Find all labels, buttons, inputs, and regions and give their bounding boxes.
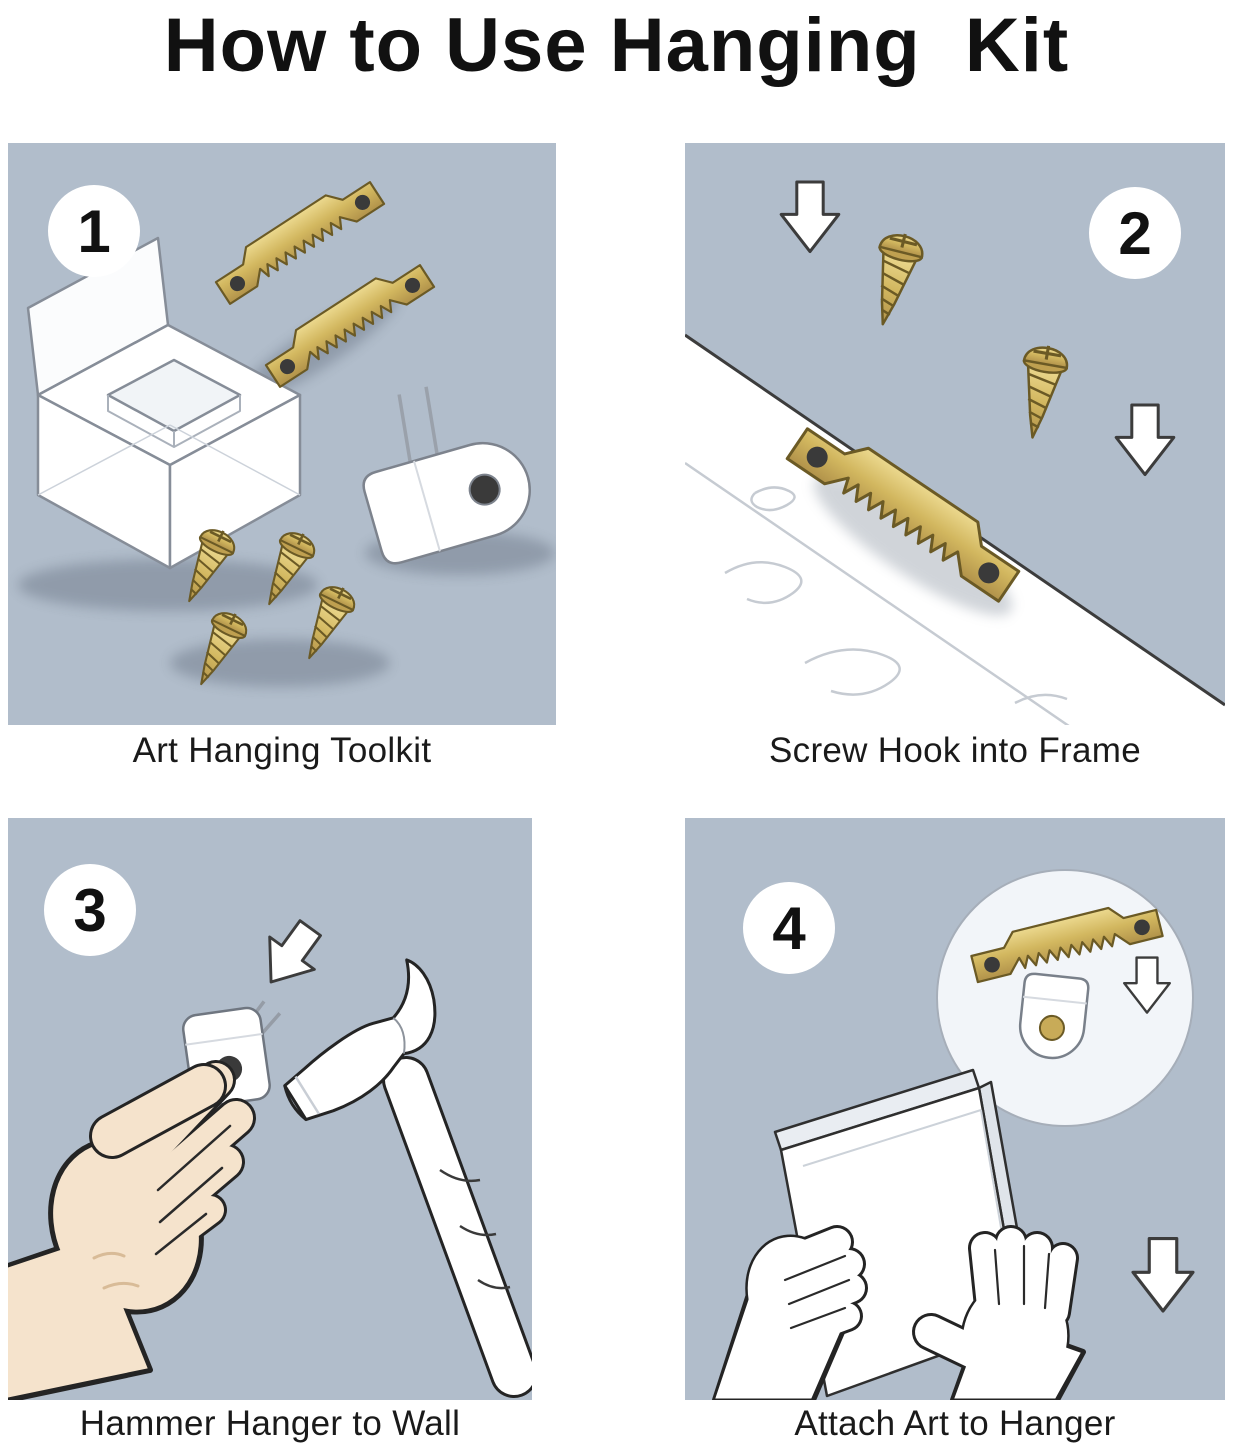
plastic-hook [362,386,531,565]
screw [1009,340,1072,443]
arrow-down-icon [779,180,841,254]
arrow-down-icon [247,910,335,1000]
hanger-shadow [813,474,1013,616]
screw [860,227,928,332]
step-number: 3 [73,876,107,944]
sawtooth-hanger [257,253,436,388]
step-number: 4 [772,894,806,962]
hanging-hook [1018,972,1090,1060]
right-hand [912,1225,1086,1400]
clear-box [26,236,302,570]
panel-hammer-hanger: 3 [8,818,532,1400]
step-number: 1 [77,197,111,265]
panel-4-illustration [712,869,1195,1400]
caption-attach-art: Attach Art to Hanger [794,1404,1116,1443]
step-number-badge: 1 [48,185,140,277]
left-hand [712,1225,868,1400]
panel-screw-hook: 2 [685,143,1225,725]
sawtooth-hanger [207,170,386,305]
hammer [283,958,532,1398]
caption-toolkit: Art Hanging Toolkit [132,731,432,770]
step-number-badge: 2 [1089,187,1181,279]
step-number: 2 [1118,199,1152,267]
page-title: How to Use Hanging Kit [163,3,1070,88]
caption-screw-hook: Screw Hook into Frame [769,731,1141,770]
hand [8,1060,256,1400]
panel-3-illustration [8,910,532,1400]
panel-1-illustration [18,170,555,694]
step-number-badge: 4 [743,882,835,974]
arrow-down-icon [1114,403,1176,477]
panel-attach-art: 4 [685,818,1225,1400]
panel-2-illustration [685,180,1225,725]
panel-toolkit: 1 [8,143,556,725]
step-number-badge: 3 [44,864,136,956]
caption-hammer-hanger: Hammer Hanger to Wall [79,1404,461,1443]
arrow-down-icon [1131,1236,1195,1313]
